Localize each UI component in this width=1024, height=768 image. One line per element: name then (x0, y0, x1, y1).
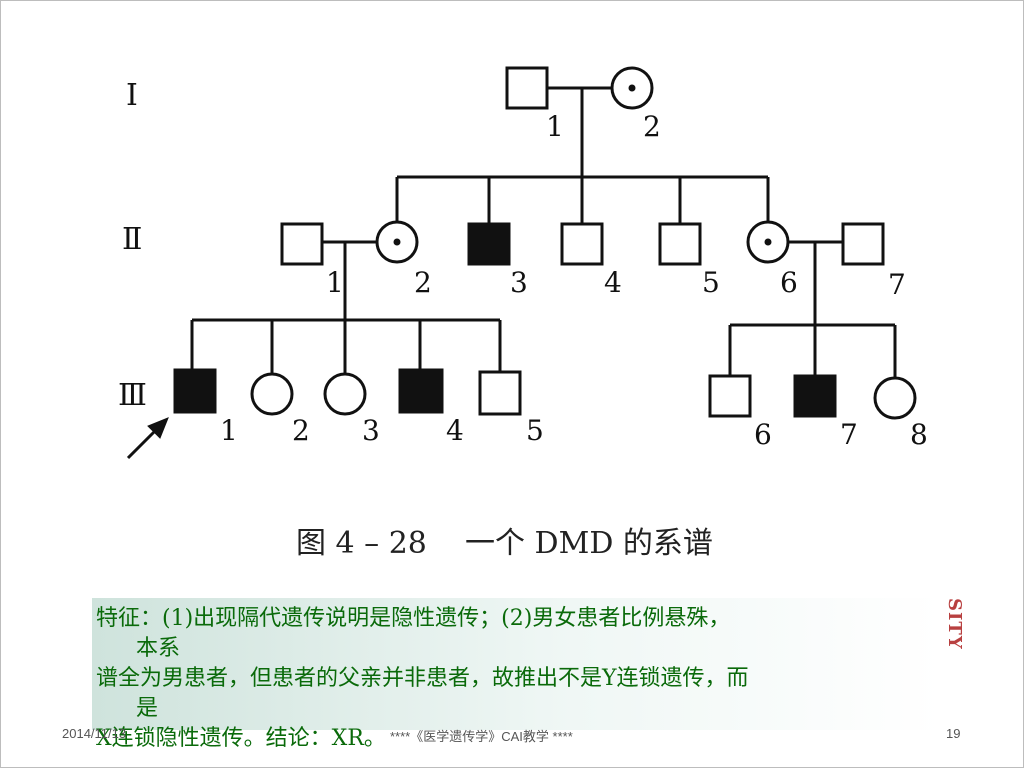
footer-page-number: 19 (946, 726, 961, 741)
label-III-5: 5 (526, 414, 544, 447)
notes-line-2: 谱全为男患者，但患者的父亲并非患者，故推出不是Y连锁遗传，而 (96, 666, 749, 691)
female-III-8 (873, 376, 917, 420)
proband-arrow-icon (126, 417, 169, 460)
male-III-5 (478, 370, 522, 416)
male-II-1 (280, 222, 324, 266)
label-II-3: 3 (510, 266, 528, 299)
male-I-1 (505, 66, 549, 110)
generation-label-1: I (126, 78, 138, 113)
label-II-1: 1 (326, 266, 344, 299)
label-III-8: 8 (910, 418, 928, 451)
affected-male-III-4 (398, 368, 444, 414)
label-I-1: 1 (546, 110, 564, 143)
label-II-5: 5 (702, 266, 720, 299)
pedigree-chart: 1 2 1 2 3 4 5 6 7 1 2 3 4 5 6 7 8 (126, 66, 928, 460)
label-III-1: 1 (220, 414, 238, 447)
label-III-6: 6 (754, 418, 772, 451)
notes-line-1-wrap: 本系 (136, 636, 181, 661)
male-II-5 (658, 222, 702, 266)
label-III-2: 2 (292, 414, 310, 447)
male-II-4 (560, 222, 604, 266)
male-III-6 (708, 374, 752, 418)
label-III-4: 4 (446, 414, 464, 447)
affected-male-II-3 (467, 222, 511, 266)
affected-male-III-1 (173, 368, 217, 414)
label-I-2: 2 (643, 110, 661, 143)
label-II-7: 7 (888, 268, 906, 301)
generation-label-3: Ⅲ (118, 378, 147, 413)
male-II-7 (841, 222, 885, 266)
label-II-4: 4 (604, 266, 622, 299)
notes-line-1: 特征：(1)出现隔代遗传说明是隐性遗传；(2)男女患者比例悬殊， (96, 606, 731, 631)
label-II-6: 6 (780, 266, 798, 299)
female-III-3 (323, 372, 367, 416)
generation-label-2: Ⅱ (122, 222, 143, 257)
side-logo-text: SITY (944, 598, 965, 650)
notes-text: 特征：(1)出现隔代遗传说明是隐性遗传；(2)男女患者比例悬殊， 本系 谱全为男… (96, 604, 946, 754)
female-carrier-I-2 (610, 66, 654, 110)
figure-caption: 图 4 – 28 一个 DMD 的系谱 (296, 526, 713, 561)
affected-male-III-7 (793, 374, 837, 418)
text-highlight-band (92, 598, 940, 730)
notes-line-2-wrap: 是 (136, 696, 159, 721)
footer-date: 2014/11/13 (62, 726, 127, 741)
footer-title: ****《医学遗传学》CAI教学 **** (390, 729, 573, 744)
label-II-2: 2 (414, 266, 432, 299)
notes-line-3: X连锁隐性遗传。结论：XR。 (96, 726, 386, 751)
female-III-2 (250, 372, 294, 416)
label-III-7: 7 (840, 418, 858, 451)
label-III-3: 3 (362, 414, 380, 447)
